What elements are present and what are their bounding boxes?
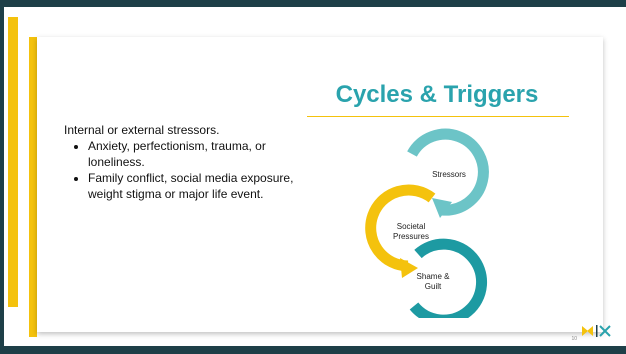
stressors-arc [407,128,489,216]
slide-content-card [37,37,603,332]
societal-pressures-arrowhead [400,258,418,278]
bullet-item: Family conflict, social media exposure, … [88,170,304,202]
gold-accent-bar [8,17,18,307]
intro-text: Internal or external stressors. [64,123,220,137]
title-underline [307,116,569,117]
organization-logo-icon [582,325,611,337]
societal-pressures-arc [365,184,436,272]
societal-pressures-label: Societal Pressures [392,222,429,241]
cycle-diagram: Stressors Societal Pressures Shame & Gui… [360,128,500,318]
shame-guilt-arc [409,238,487,318]
shame-guilt-label: Shame & Guilt [416,272,450,291]
gold-accent-bar-inner [29,37,37,337]
slide-title: Cycles & Triggers [335,81,539,108]
bullet-text-block: Internal or external stressors. Anxiety,… [64,122,304,202]
left-border [0,7,4,346]
stressors-label: Stressors [432,170,466,179]
stressors-arrowhead [432,198,452,218]
top-border [0,0,626,7]
bottom-border [0,346,626,354]
cycle-arrows [365,128,489,318]
bullet-item: Anxiety, perfectionism, trauma, or lonel… [88,138,304,170]
page-number: 10 [571,336,577,342]
bullet-list: Anxiety, perfectionism, trauma, or lonel… [64,138,304,202]
